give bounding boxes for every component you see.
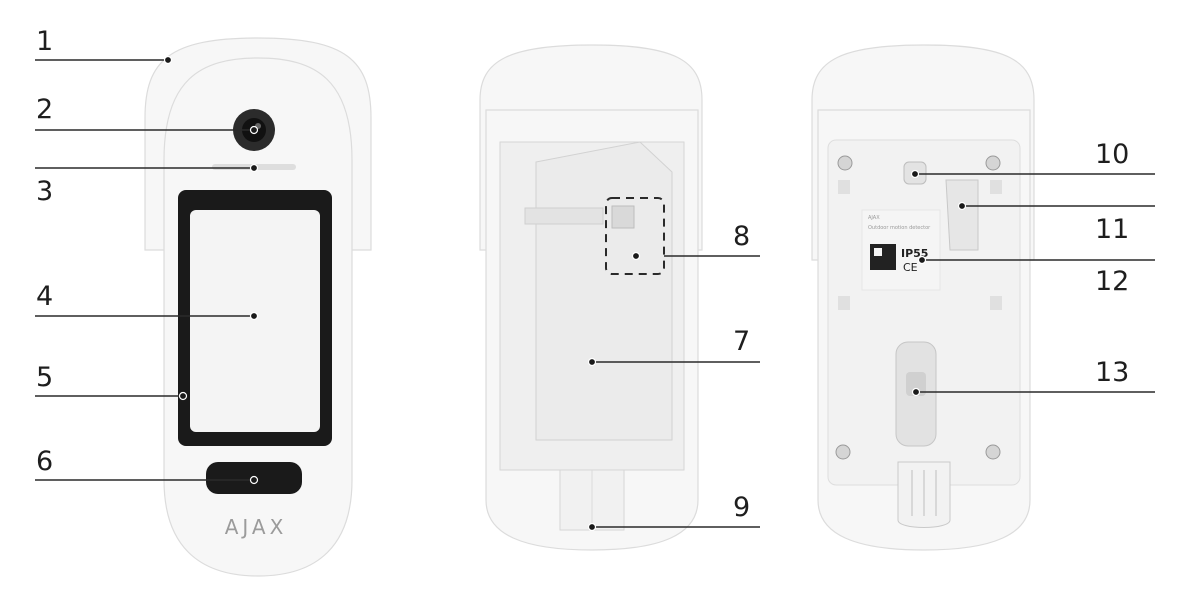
label-12: 12 xyxy=(1095,266,1129,297)
sticker-brand: AJAX xyxy=(868,215,880,221)
marker-1 xyxy=(163,55,173,65)
label-6: 6 xyxy=(36,446,53,477)
label-11: 11 xyxy=(1095,214,1129,245)
sticker-product-line: Outdoor motion detector xyxy=(868,225,931,231)
label-1: 1 xyxy=(36,26,53,57)
tamper-clip xyxy=(611,205,635,229)
screw-top-left-icon xyxy=(837,155,853,171)
mount-slot xyxy=(524,207,604,225)
back-view: AJAX Outdoor motion detector IP55 CE xyxy=(811,44,1035,551)
side-clip-right-1 xyxy=(990,180,1002,194)
side-clip-right-2 xyxy=(990,296,1002,310)
pir-lens xyxy=(190,210,320,432)
qr-code-inner xyxy=(874,248,882,256)
side-clip-left-2 xyxy=(838,296,850,310)
marker-8 xyxy=(631,251,641,261)
marker-9 xyxy=(587,522,597,532)
marker-5 xyxy=(178,391,188,401)
label-10: 10 xyxy=(1095,139,1129,170)
tamper-highlight-box xyxy=(605,197,665,275)
label-3: 3 xyxy=(36,176,53,207)
marker-6 xyxy=(249,475,259,485)
screw-bottom-left-icon xyxy=(835,444,851,460)
marker-12 xyxy=(917,255,927,265)
screw-top-right-icon xyxy=(985,155,1001,171)
mounting-panel-inner xyxy=(535,141,673,441)
marker-11 xyxy=(957,201,967,211)
callouts: 1 2 3 4 5 6 7 8 9 10 xyxy=(35,26,1155,532)
marker-4 xyxy=(249,311,259,321)
qr-code xyxy=(870,244,896,270)
label-13: 13 xyxy=(1095,357,1129,388)
marker-2 xyxy=(249,125,259,135)
back-tamper-tab xyxy=(945,179,979,251)
label-2: 2 xyxy=(36,94,53,125)
marker-10 xyxy=(910,169,920,179)
label-9: 9 xyxy=(733,492,750,523)
ce-mark: CE xyxy=(903,261,918,274)
screw-bottom-right-icon xyxy=(985,444,1001,460)
marker-3 xyxy=(249,163,259,173)
label-4: 4 xyxy=(36,281,53,312)
marker-13 xyxy=(911,387,921,397)
mount-latch-knob xyxy=(906,372,926,396)
marker-7 xyxy=(587,357,597,367)
rear-view xyxy=(479,44,703,551)
front-view: AJAX xyxy=(144,37,372,577)
label-5: 5 xyxy=(36,362,53,393)
label-7: 7 xyxy=(733,326,750,357)
front-logo: AJAX xyxy=(225,515,288,539)
side-clip-left-1 xyxy=(838,180,850,194)
label-8: 8 xyxy=(733,221,750,252)
